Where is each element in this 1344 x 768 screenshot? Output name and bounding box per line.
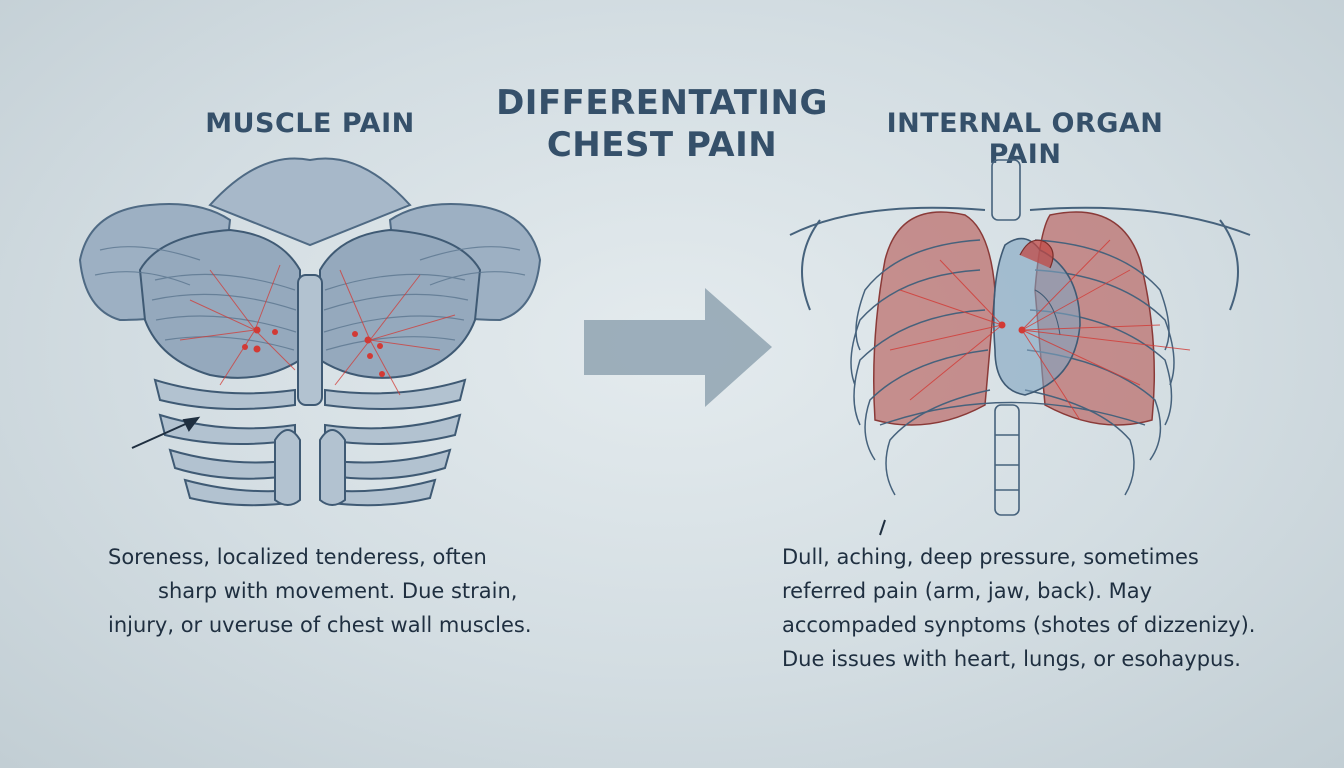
internal-organ-illustration [789, 159, 1251, 536]
organ-desc-line-1: Dull, aching, deep pressure, sometimes [782, 545, 1199, 569]
spine [991, 159, 1021, 516]
muscle-desc-line-1: Soreness, localized tenderess, often [108, 545, 487, 569]
muscle-desc-line-3: injury, or uveruse of chest wall muscles… [108, 613, 532, 637]
organ-pain-heading: INTERNAL ORGAN PAIN [886, 108, 1164, 170]
arrow-right-icon [584, 288, 772, 407]
page-title: DIFFERENTATING CHEST PAIN [472, 82, 852, 166]
muscle-pain-description: Soreness, localized tenderess, often sha… [108, 540, 538, 642]
pectoral-muscles [138, 228, 482, 379]
pain-radiation-lines [179, 264, 456, 396]
ribcage [153, 274, 467, 507]
muscle-chest-illustration [78, 157, 542, 507]
pointer-tick [879, 519, 886, 536]
pain-point-markers [998, 321, 1026, 334]
pointer-arrow [131, 416, 201, 449]
muscle-desc-line-2: sharp with movement. Due strain, [158, 579, 518, 603]
organ-desc-line-2: referred pain (arm, jaw, back). May [782, 579, 1153, 603]
organ-desc-line-4: Due issues with heart, lungs, or esohayp… [782, 647, 1241, 671]
organ-pain-description: Dull, aching, deep pressure, sometimes r… [782, 540, 1282, 676]
clavicles [789, 206, 1251, 311]
pain-radiation-lines [889, 239, 1191, 421]
muscle-striations [94, 246, 526, 351]
transition-arrow [584, 288, 772, 407]
diaphragm [879, 401, 1146, 426]
heart [992, 237, 1081, 396]
pain-point-markers [242, 326, 385, 377]
neck-trapezius [208, 157, 412, 247]
title-line-2: CHEST PAIN [546, 125, 778, 165]
organ-desc-line-3: accompaded synptoms (shotes of dizzenizy… [782, 613, 1256, 637]
title-line-1: DIFFERENTATING [496, 83, 828, 123]
muscle-pain-heading: MUSCLE PAIN [205, 108, 415, 139]
